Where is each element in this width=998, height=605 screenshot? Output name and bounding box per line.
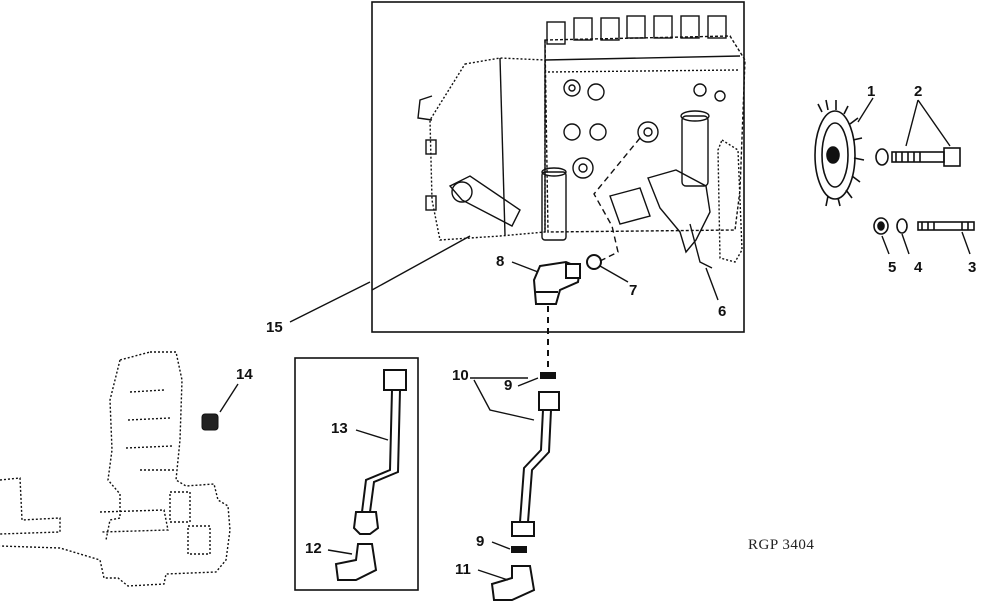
elbow-fitting-part bbox=[532, 260, 582, 305]
figure-code: RGP 3404 bbox=[748, 537, 815, 553]
alternate-line-inset-frame bbox=[294, 357, 419, 591]
alternate-fuel-line bbox=[352, 369, 407, 535]
callout-9-upper: 9 bbox=[504, 377, 513, 394]
callout-7: 7 bbox=[629, 282, 638, 299]
elbow-part-12 bbox=[334, 543, 378, 581]
o-ring-part bbox=[586, 254, 602, 270]
callout-3: 3 bbox=[968, 259, 977, 276]
callout-13: 13 bbox=[331, 420, 348, 437]
stud-nut-washer-parts bbox=[873, 217, 975, 235]
fuel-line-part bbox=[511, 391, 560, 537]
callout-12: 12 bbox=[305, 540, 322, 557]
callout-1: 1 bbox=[867, 83, 876, 100]
callout-10: 10 bbox=[452, 367, 469, 384]
drive-gear-part bbox=[814, 99, 865, 207]
delivery-valve-fittings bbox=[546, 15, 727, 45]
callout-15: 15 bbox=[266, 319, 283, 336]
injection-pump bbox=[417, 15, 746, 269]
pump-assembly-frame bbox=[371, 1, 745, 333]
callout-5: 5 bbox=[888, 259, 897, 276]
callout-14: 14 bbox=[236, 366, 253, 383]
oring-leader bbox=[593, 137, 641, 263]
leader-lines bbox=[219, 97, 971, 581]
cap-screw-part bbox=[875, 147, 961, 167]
seal-washer-lower bbox=[511, 546, 527, 553]
callout-9-lower: 9 bbox=[476, 533, 485, 550]
callout-11: 11 bbox=[455, 561, 471, 578]
callout-4: 4 bbox=[914, 259, 923, 276]
seal-washer-upper bbox=[540, 372, 556, 379]
elbow-part-11 bbox=[490, 565, 536, 601]
callout-8: 8 bbox=[496, 253, 505, 270]
callout-2: 2 bbox=[914, 83, 923, 100]
callout-6: 6 bbox=[718, 303, 727, 320]
plug-part bbox=[201, 413, 219, 431]
engine-block-fragment bbox=[0, 351, 231, 587]
